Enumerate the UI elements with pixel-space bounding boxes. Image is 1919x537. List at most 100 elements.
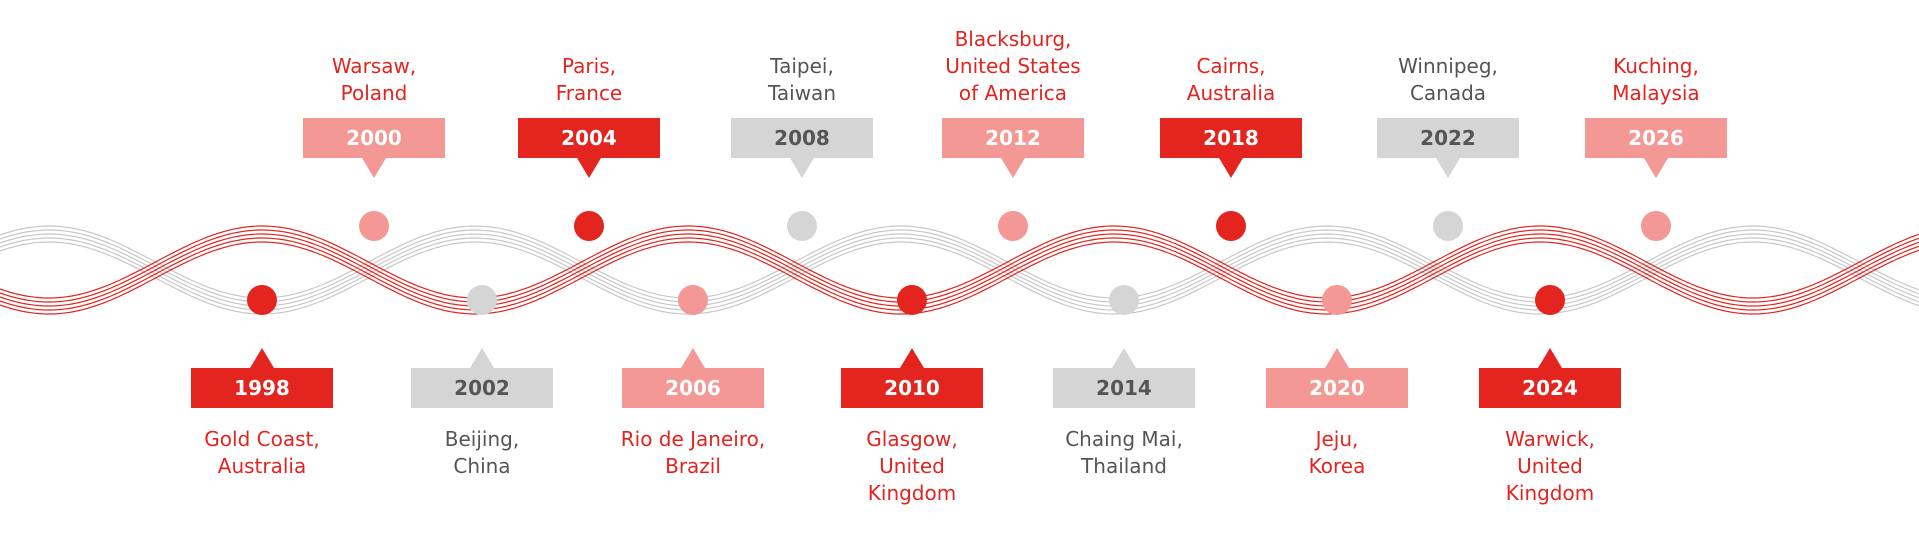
- year-badge: [1160, 118, 1302, 158]
- location-label: Kuching,: [1613, 54, 1699, 78]
- year-label: 2008: [774, 126, 830, 150]
- year-badge: [942, 118, 1084, 158]
- location-label: Taipei,: [769, 54, 834, 78]
- location-label: Brazil: [665, 454, 721, 478]
- location-label: Gold Coast,: [204, 427, 319, 451]
- timeline-node: [787, 211, 817, 241]
- year-label: 2010: [884, 376, 940, 400]
- location-label: United: [1517, 454, 1583, 478]
- year-badge-pointer: [1112, 348, 1136, 368]
- location-label: Warsaw,: [332, 54, 416, 78]
- year-badge: [411, 368, 553, 408]
- location-label: Warwick,: [1505, 427, 1595, 451]
- year-badge-pointer: [681, 348, 705, 368]
- timeline-node: [1641, 211, 1671, 241]
- location-label: Beijing,: [445, 427, 519, 451]
- location-label: Glasgow,: [866, 427, 957, 451]
- timeline-node: [359, 211, 389, 241]
- year-badge-pointer: [1436, 158, 1460, 178]
- location-label: Jeju,: [1314, 427, 1359, 451]
- timeline-node: [1216, 211, 1246, 241]
- year-badge: [1479, 368, 1621, 408]
- location-label: Thailand: [1080, 454, 1167, 478]
- year-label: 2022: [1420, 126, 1476, 150]
- year-badge-pointer: [1644, 158, 1668, 178]
- location-label: Kingdom: [868, 481, 956, 505]
- location-label: Chaing Mai,: [1065, 427, 1183, 451]
- year-badge-pointer: [1325, 348, 1349, 368]
- year-badge: [1377, 118, 1519, 158]
- gray-wave-strand: [0, 225, 1919, 299]
- timeline-event-2018: 2018 Cairns, Australia: [1160, 54, 1302, 241]
- red-wave-strand: [0, 241, 1919, 315]
- red-wave-strand: [0, 225, 1919, 299]
- timeline-event-2000: 2000 Warsaw, Poland: [303, 54, 445, 241]
- red-wave-strands: [0, 225, 1919, 315]
- location-label: United States: [945, 54, 1080, 78]
- year-badge-pointer: [900, 348, 924, 368]
- location-label: Kingdom: [1506, 481, 1594, 505]
- location-label: China: [453, 454, 510, 478]
- year-label: 2000: [346, 126, 402, 150]
- year-label: 2006: [665, 376, 721, 400]
- location-label: Malaysia: [1612, 81, 1699, 105]
- location-label: Australia: [1187, 81, 1275, 105]
- red-wave-strand: [0, 229, 1919, 303]
- timeline-node: [1535, 285, 1565, 315]
- location-label: Blacksburg,: [955, 27, 1072, 51]
- year-badge: [1053, 368, 1195, 408]
- year-badge-pointer: [362, 158, 386, 178]
- year-badge: [1266, 368, 1408, 408]
- year-badge: [731, 118, 873, 158]
- gray-wave-strand: [0, 233, 1919, 307]
- timeline-node: [574, 211, 604, 241]
- year-badge: [191, 368, 333, 408]
- year-label: 2004: [561, 126, 617, 150]
- year-badge: [622, 368, 764, 408]
- location-label: Korea: [1309, 454, 1366, 478]
- location-label: France: [556, 81, 623, 105]
- location-label: of America: [959, 81, 1067, 105]
- location-label: United: [879, 454, 945, 478]
- year-badge-pointer: [577, 158, 601, 178]
- year-label: 2018: [1203, 126, 1259, 150]
- year-badge-pointer: [470, 348, 494, 368]
- timeline-node: [678, 285, 708, 315]
- year-label: 2020: [1309, 376, 1365, 400]
- location-label: Cairns,: [1196, 54, 1265, 78]
- timeline-node: [247, 285, 277, 315]
- location-label: Paris,: [562, 54, 616, 78]
- year-badge-pointer: [790, 158, 814, 178]
- location-label: Canada: [1410, 81, 1486, 105]
- year-label: 2002: [454, 376, 510, 400]
- year-badge: [303, 118, 445, 158]
- year-badge-pointer: [1538, 348, 1562, 368]
- timeline-node: [467, 285, 497, 315]
- location-label: Taiwan: [767, 81, 836, 105]
- location-label: Poland: [341, 81, 408, 105]
- gray-wave-strand: [0, 229, 1919, 303]
- timeline-event-2004: 2004 Paris, France: [518, 54, 660, 241]
- timeline-node: [1109, 285, 1139, 315]
- timeline-event-2026: 2026 Kuching, Malaysia: [1585, 54, 1727, 241]
- year-label: 2012: [985, 126, 1041, 150]
- location-label: Rio de Janeiro,: [621, 427, 765, 451]
- year-badge: [841, 368, 983, 408]
- timeline-node: [897, 285, 927, 315]
- gray-wave-strand: [0, 237, 1919, 311]
- location-label: Australia: [218, 454, 306, 478]
- gray-wave-strand: [0, 241, 1919, 315]
- year-badge: [518, 118, 660, 158]
- gray-wave-strands: [0, 225, 1919, 315]
- year-label: 1998: [234, 376, 290, 400]
- timeline-node: [1433, 211, 1463, 241]
- year-label: 2026: [1628, 126, 1684, 150]
- timeline-event-2008: 2008 Taipei, Taiwan: [731, 54, 873, 241]
